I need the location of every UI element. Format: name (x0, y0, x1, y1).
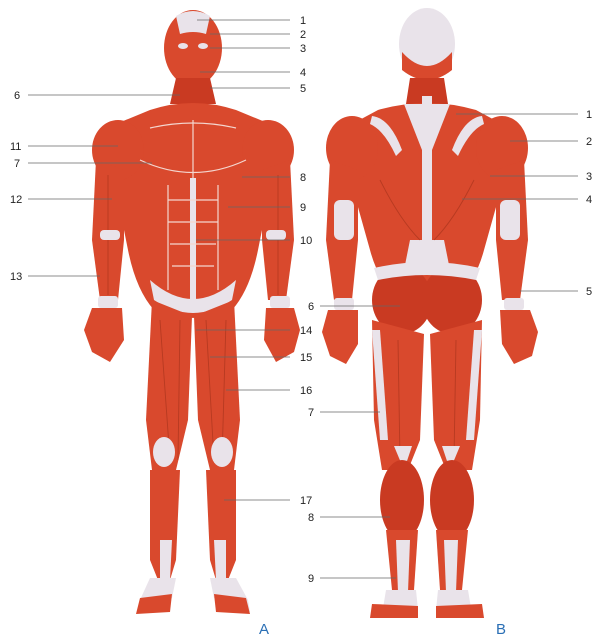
view-label-front: A (259, 621, 269, 638)
front-label-1: 1 (300, 15, 306, 27)
front-figure (84, 10, 300, 614)
front-label-5: 5 (300, 83, 306, 95)
front-label-4: 4 (300, 67, 306, 79)
front-label-12: 12 (10, 194, 22, 206)
front-label-15: 15 (300, 352, 312, 364)
front-label-8: 8 (300, 172, 306, 184)
front-label-14: 14 (300, 325, 312, 337)
back-label-6: 6 (308, 301, 314, 313)
back-label-5: 5 (586, 286, 592, 298)
front-label-11: 11 (10, 141, 21, 153)
back-label-9: 9 (308, 573, 314, 585)
front-label-7: 7 (14, 158, 20, 170)
back-label-4: 4 (586, 194, 592, 206)
front-label-3: 3 (300, 43, 306, 55)
front-label-13: 13 (10, 271, 22, 283)
back-label-2: 2 (586, 136, 592, 148)
back-label-1: 1 (586, 109, 592, 121)
front-label-2: 2 (300, 29, 306, 41)
front-label-16: 16 (300, 385, 312, 397)
back-label-3: 3 (586, 171, 592, 183)
front-label-9: 9 (300, 202, 306, 214)
front-label-10: 10 (300, 235, 312, 247)
view-label-back: B (496, 621, 506, 638)
back-label-7: 7 (308, 407, 314, 419)
back-figure (322, 8, 538, 618)
front-label-6: 6 (14, 90, 20, 102)
front-label-17: 17 (300, 495, 312, 507)
back-label-8: 8 (308, 512, 314, 524)
